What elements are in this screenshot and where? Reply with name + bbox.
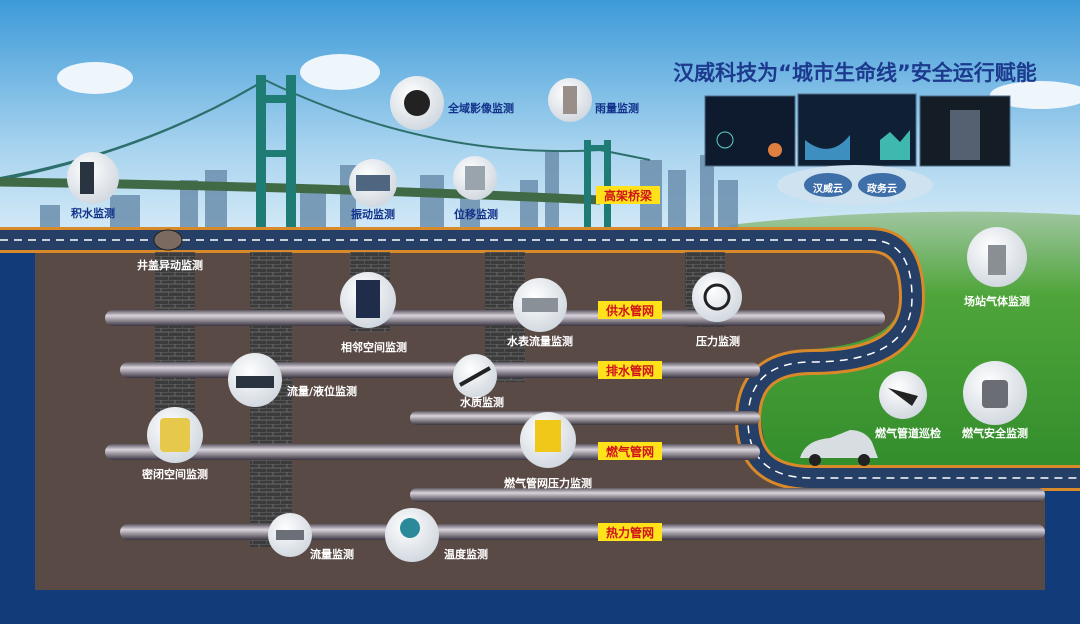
sensor-gas-safety[interactable]: 燃气安全监测 xyxy=(961,361,1028,440)
label-flow: 流量监测 xyxy=(310,547,354,561)
sensor-rainfall[interactable]: 雨量监测 xyxy=(548,78,639,122)
label-water-quality: 水质监测 xyxy=(460,395,504,409)
sensor-adjacent-space[interactable]: 相邻空间监测 xyxy=(340,272,407,354)
sensor-ponding[interactable]: 积水监测 xyxy=(67,152,119,220)
cloud-hanwei: 汉威云 xyxy=(813,182,843,195)
label-confined-space: 密闭空间监测 xyxy=(142,467,208,481)
sensors: 积水监测 振动监测 位移监测 全域影像监测 雨量监测 井盖异动监测 相邻空间监测… xyxy=(67,76,1030,562)
drainage-pipe xyxy=(120,362,760,378)
label-flow-level: 流量/液位监测 xyxy=(287,384,357,398)
sensor-flow-level[interactable]: 流量/液位监测 xyxy=(228,353,357,407)
tag-gas: 燃气管网 xyxy=(606,444,654,459)
label-gas-pressure: 燃气管网压力监测 xyxy=(503,476,592,490)
sensor-manhole[interactable]: 井盖异动监测 xyxy=(137,229,203,272)
network-tags: 高架桥梁 供水管网 排水管网 燃气管网 热力管网 xyxy=(596,186,662,541)
water-supply-pipe xyxy=(105,310,885,326)
label-station-gas: 场站气体监测 xyxy=(964,294,1030,308)
pressure-sensor-icon xyxy=(692,272,742,322)
sensor-video[interactable]: 全域影像监测 xyxy=(390,76,514,130)
label-water-meter: 水表流量监测 xyxy=(507,334,573,348)
sensor-vibration[interactable]: 振动监测 xyxy=(349,159,397,221)
label-adjacent-space: 相邻空间监测 xyxy=(341,340,407,354)
label-video: 全域影像监测 xyxy=(447,101,514,115)
tag-heating: 热力管网 xyxy=(606,525,654,540)
label-temperature: 温度监测 xyxy=(444,547,488,561)
main-title: 汉威科技为“城市生命线”安全运行赋能 xyxy=(673,61,1037,85)
label-manhole: 井盖异动监测 xyxy=(137,258,203,272)
label-gas-patrol: 燃气管道巡检 xyxy=(874,426,941,440)
label-ponding: 积水监测 xyxy=(71,206,115,220)
sensor-temperature[interactable]: 温度监测 xyxy=(385,508,488,562)
sensor-water-meter[interactable]: 水表流量监测 xyxy=(507,278,573,348)
sensor-flow[interactable]: 流量监测 xyxy=(268,513,354,561)
sensor-gas-patrol[interactable]: 燃气管道巡检 xyxy=(874,371,941,440)
tag-water-supply: 供水管网 xyxy=(605,303,654,318)
label-vibration: 振动监测 xyxy=(351,207,395,221)
manhole-icon xyxy=(153,229,183,251)
label-displacement: 位移监测 xyxy=(454,207,498,221)
sensor-displacement[interactable]: 位移监测 xyxy=(453,156,498,221)
heating-pipe xyxy=(120,524,1045,540)
sensor-pressure[interactable]: 压力监测 xyxy=(692,272,742,348)
tag-drainage: 排水管网 xyxy=(606,363,654,378)
label-gas-safety: 燃气安全监测 xyxy=(961,426,1028,440)
cloud-government: 政务云 xyxy=(867,182,897,195)
cloud-platform: 汉威云 政务云 xyxy=(777,165,933,205)
sensor-water-quality[interactable]: 水质监测 xyxy=(453,354,504,409)
gas-pipe xyxy=(105,444,760,460)
sky-clouds xyxy=(57,54,1080,109)
car xyxy=(800,430,878,466)
sensor-station-gas[interactable]: 场站气体监测 xyxy=(964,227,1030,308)
label-pressure: 压力监测 xyxy=(696,334,740,348)
sensor-gas-pressure[interactable]: 燃气管网压力监测 xyxy=(503,412,592,490)
sensor-confined-space[interactable]: 密闭空间监测 xyxy=(142,407,208,481)
label-rainfall: 雨量监测 xyxy=(595,101,639,115)
tag-bridge: 高架桥梁 xyxy=(604,188,652,203)
dashboard-screens xyxy=(704,93,1011,167)
